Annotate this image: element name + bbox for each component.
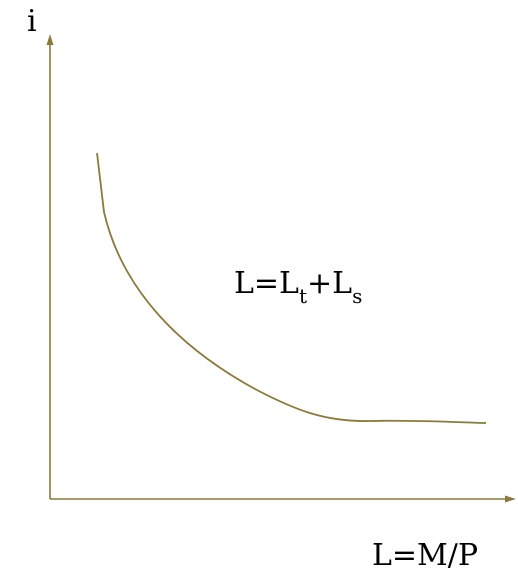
x-axis-label: L=M/P	[372, 538, 478, 573]
y-axis-label: i	[27, 4, 37, 39]
y-axis-arrowhead	[46, 34, 54, 45]
curve-label-subscript-t: t	[299, 284, 307, 308]
x-axis-arrowhead	[505, 495, 516, 503]
money-demand-curve	[96, 152, 487, 424]
curve-label: L=Lt+Ls	[234, 266, 362, 308]
curve-label-subscript-s: s	[352, 284, 362, 308]
curve-label-main: L=L	[234, 266, 299, 301]
curve-label-plus: +L	[307, 266, 352, 301]
